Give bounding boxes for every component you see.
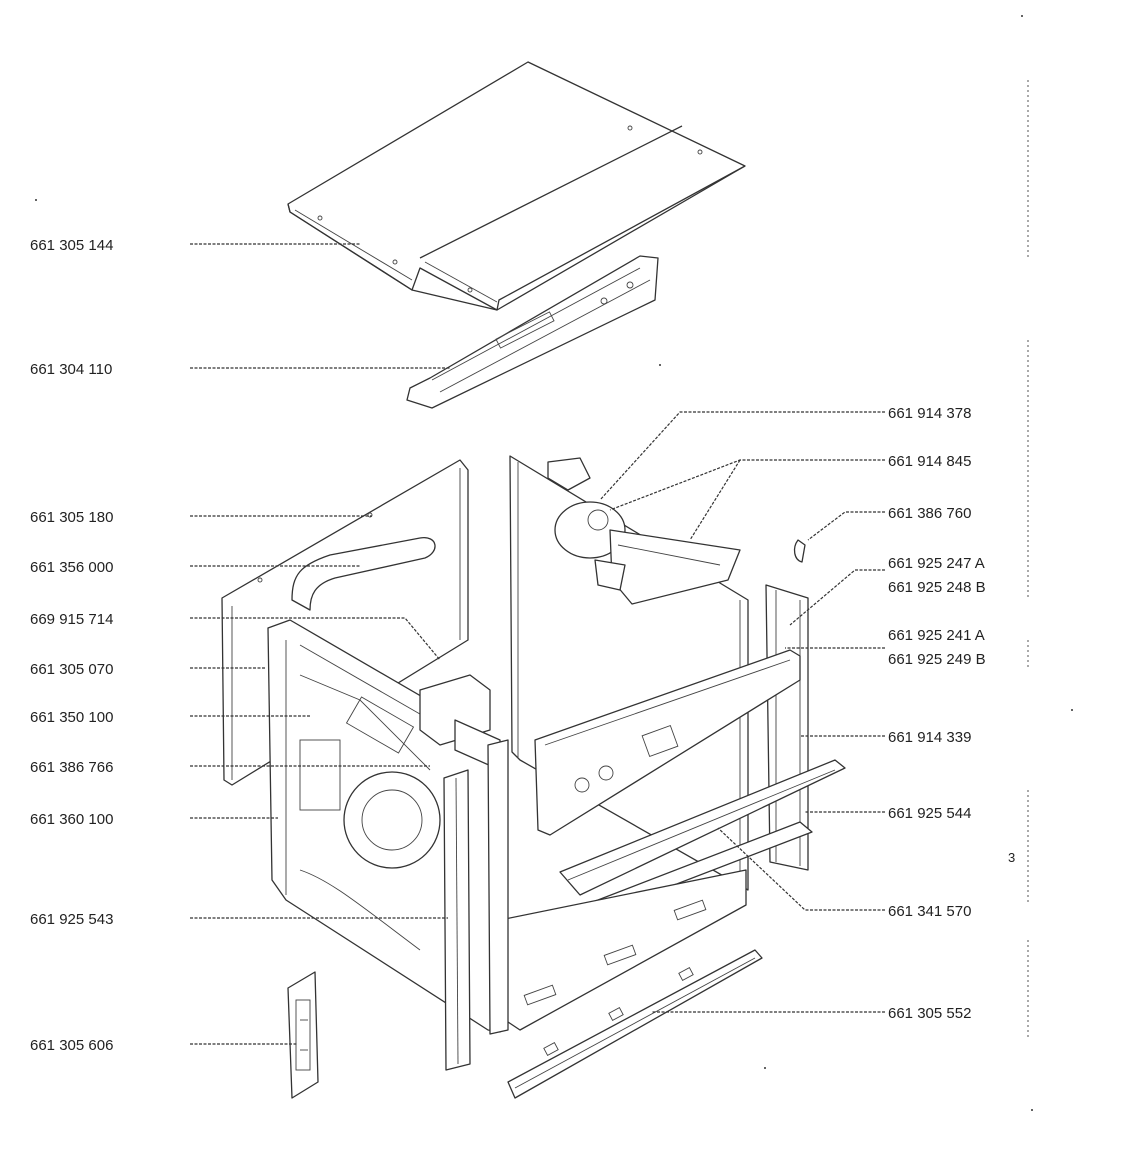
part-label: 661 914 339 — [888, 729, 971, 746]
small-bracket — [287, 971, 319, 1099]
top-rail — [406, 255, 659, 409]
front-vertical-post — [443, 739, 509, 1071]
right-labels: 661 914 378 661 914 845 661 386 760 661 … — [888, 405, 986, 1022]
part-label: 661 925 247 A — [888, 555, 985, 572]
part-label: 661 925 241 A — [888, 627, 985, 644]
kick-strip — [507, 949, 763, 1099]
part-label: 661 925 543 — [30, 911, 113, 928]
part-label: 661 356 000 — [30, 559, 113, 576]
part-label: 661 304 110 — [30, 361, 112, 378]
fan-motor-assembly — [547, 457, 741, 605]
duct-pipe — [291, 537, 436, 611]
part-label: 661 305 552 — [888, 1005, 971, 1022]
right-leader-lines — [599, 411, 885, 1013]
part-label: 661 305 180 — [30, 509, 113, 526]
part-label: 661 925 249 B — [888, 651, 986, 668]
part-label: 661 386 766 — [30, 759, 113, 776]
part-label: 661 305 070 — [30, 661, 113, 678]
clip-part — [793, 539, 806, 563]
part-label: 661 914 378 — [888, 405, 971, 422]
part-label: 661 925 248 B — [888, 579, 986, 596]
left-leader-lines — [190, 243, 450, 1045]
part-label: 661 341 570 — [888, 903, 971, 920]
part-label: 661 305 606 — [30, 1037, 113, 1054]
control-panel — [534, 649, 801, 836]
part-label: 661 360 100 — [30, 811, 113, 828]
page-edge-marks — [35, 15, 1073, 1111]
part-label: 661 350 100 — [30, 709, 113, 726]
part-label: 661 925 544 — [888, 805, 971, 822]
part-label: 661 386 760 — [888, 505, 971, 522]
page-number: 3 — [1008, 850, 1015, 865]
part-label: 669 915 714 — [30, 611, 113, 628]
part-label: 661 914 845 — [888, 453, 971, 470]
part-label: 661 305 144 — [30, 237, 113, 254]
left-labels: 661 305 144 661 304 110 661 305 180 661 … — [30, 237, 113, 1054]
top-cover-panel — [287, 61, 746, 311]
base-frame — [499, 869, 747, 1031]
